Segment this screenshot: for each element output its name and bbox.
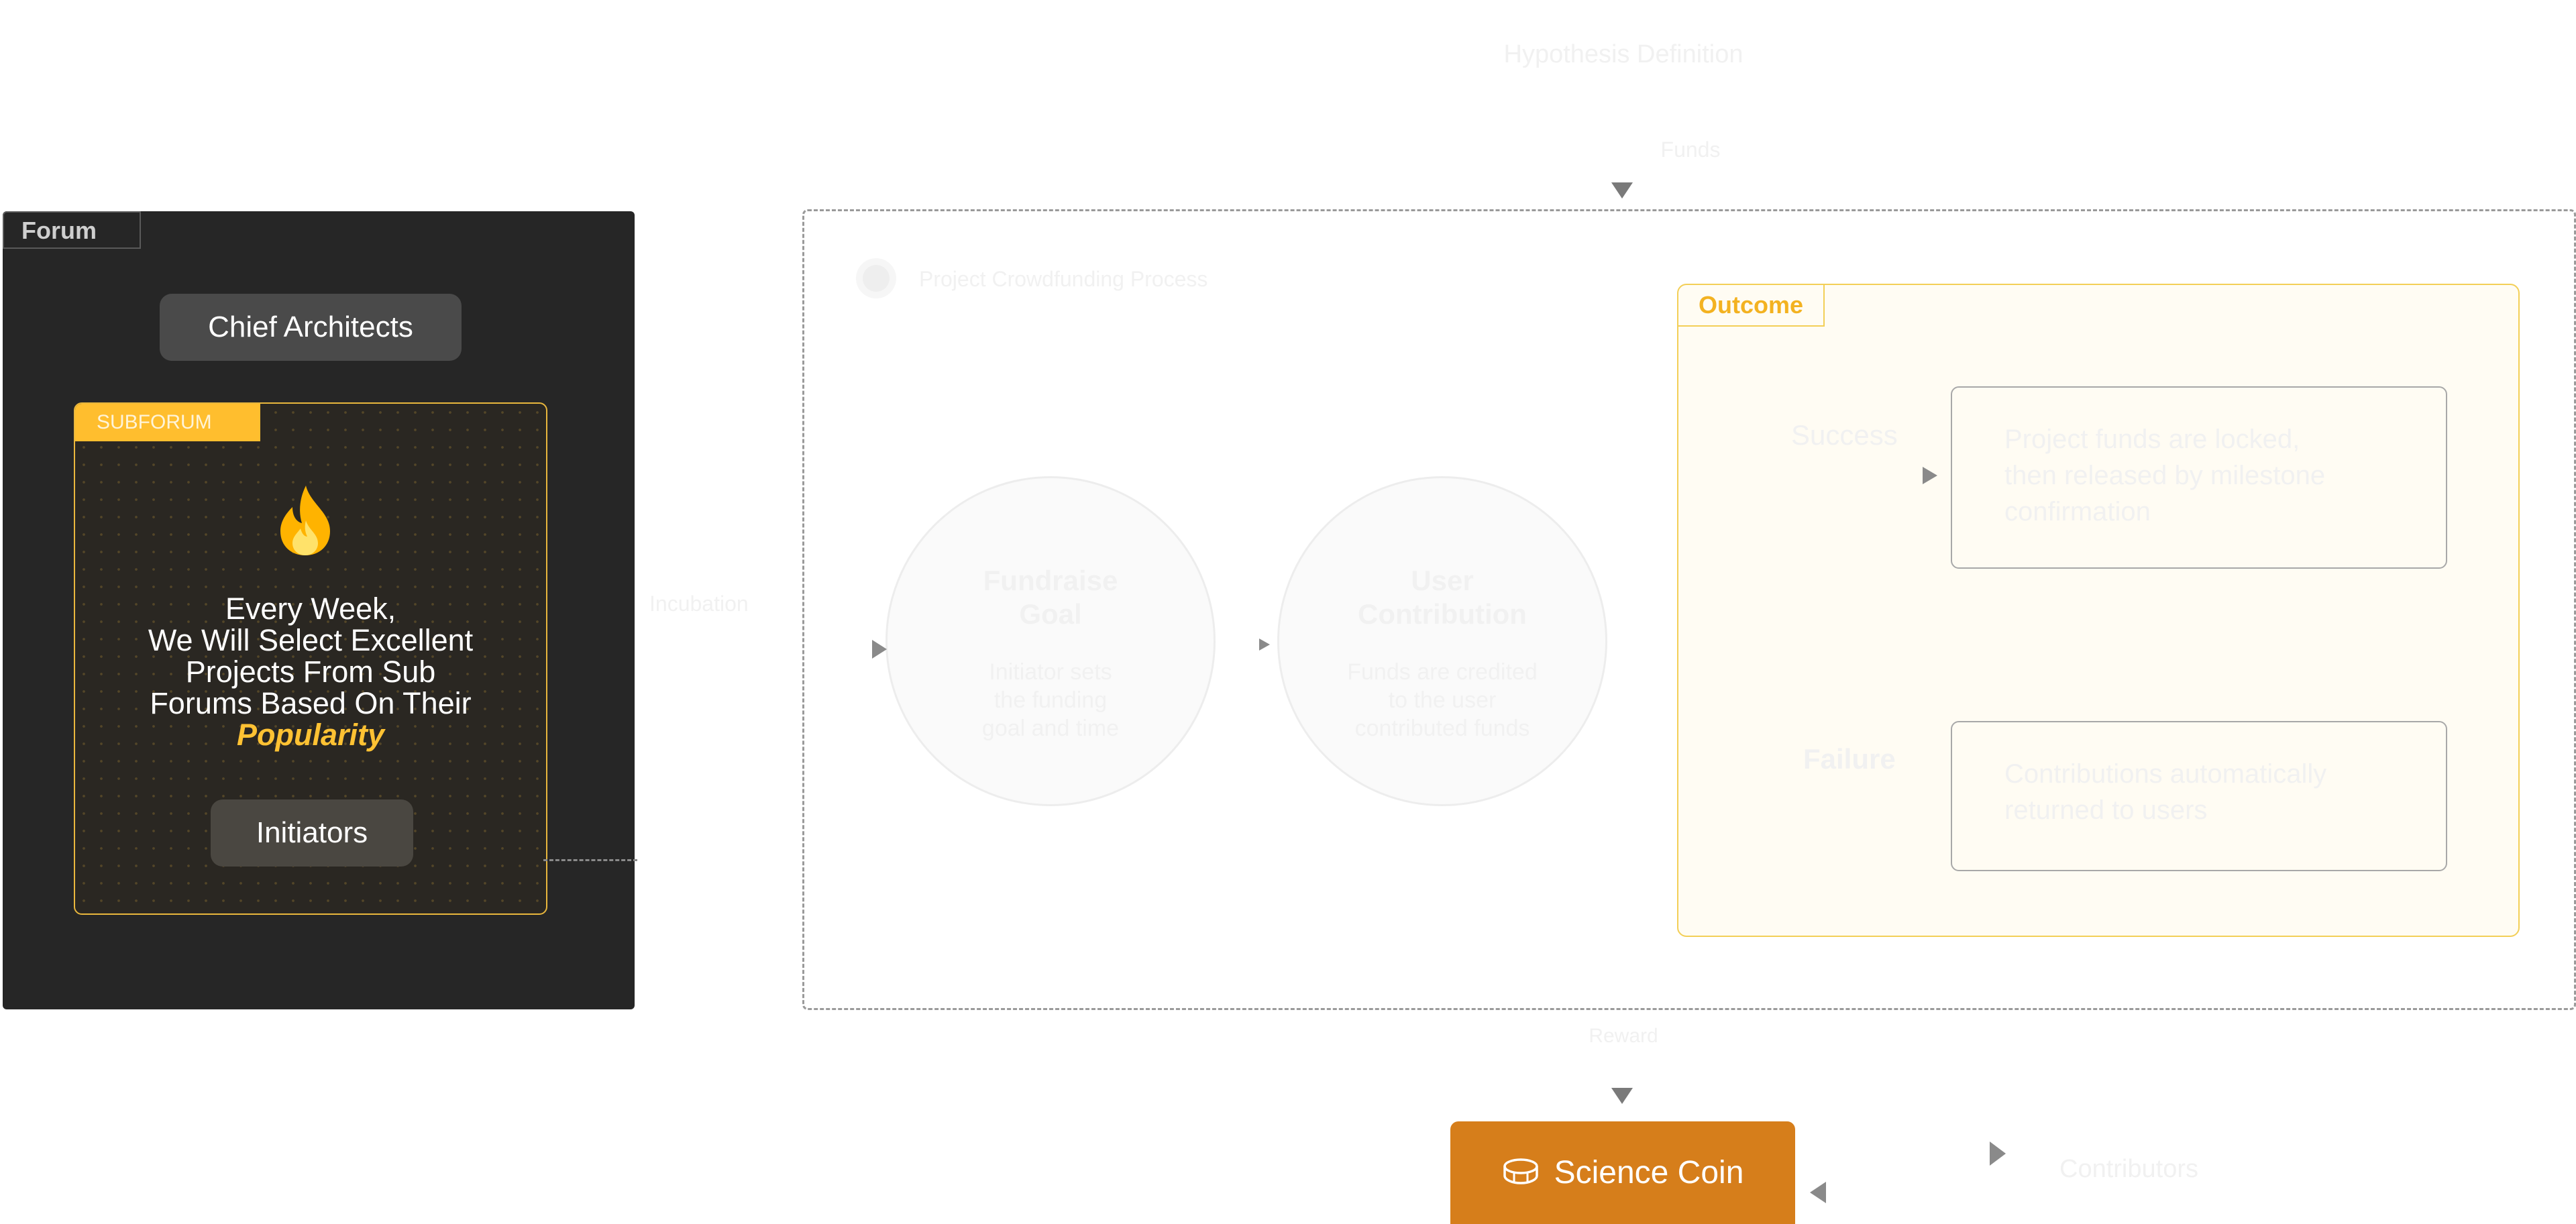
science-coin-button[interactable]: Science Coin	[1450, 1121, 1795, 1224]
arrow-into-coin	[1611, 1088, 1633, 1104]
contributors-label: Contributors	[2059, 1155, 2198, 1183]
project-process-label: Project Crowdfunding Process	[919, 267, 1208, 291]
outcome-tag: Outcome	[1678, 285, 1825, 327]
contribution-title-line-2: Contribution	[1358, 598, 1527, 630]
funds-label: Funds	[1660, 137, 1721, 162]
fundraise-goal-node[interactable]: Fundraise Goal Initiator sets the fundin…	[885, 476, 1216, 806]
initiators-button[interactable]: Initiators	[211, 799, 413, 867]
coin-icon	[1503, 1158, 1538, 1185]
contribution-desc-line-2: to the user	[1388, 687, 1497, 713]
arrow-from-contributors	[1810, 1182, 1826, 1203]
failure-label: Failure	[1803, 743, 1896, 775]
subforum-tag: SUBFORUM	[75, 404, 260, 441]
failure-line-1: Contributions automatically	[2004, 759, 2327, 789]
reward-label: Reward	[1589, 1025, 1658, 1047]
goal-title-line-1: Fundraise	[983, 565, 1118, 596]
success-line-3: confirmation	[2004, 497, 2151, 526]
incubation-label: Incubation	[649, 592, 749, 616]
failure-result-box: Contributions automatically returned to …	[1951, 721, 2447, 871]
success-label: Success	[1791, 419, 1898, 451]
selection-line-4: Forums Based On Their	[150, 686, 472, 720]
selection-line-2: We Will Select Excellent	[148, 623, 474, 657]
outcome-box: Outcome	[1677, 284, 2520, 937]
chief-architects-button[interactable]: Chief Architects	[160, 294, 462, 361]
science-coin-label: Science Coin	[1554, 1155, 1744, 1190]
goal-desc-line-2: the funding	[994, 687, 1108, 713]
forum-panel: Forum Chief Architects SUBFORUM Every We…	[3, 211, 637, 1009]
user-contribution-node[interactable]: User Contribution Funds are credited to …	[1277, 476, 1607, 806]
success-result-box: Project funds are locked, then released …	[1951, 386, 2447, 569]
fire-icon	[280, 486, 330, 555]
forum-tag: Forum	[3, 211, 141, 249]
project-dot-icon	[863, 265, 890, 292]
popularity-highlight: Popularity	[236, 718, 385, 752]
success-line-2: then released by milestone	[2004, 461, 2326, 490]
arrow-into-frame	[1611, 182, 1633, 199]
contribution-desc-line-1: Funds are credited	[1347, 659, 1538, 685]
success-line-1: Project funds are locked,	[2004, 425, 2300, 454]
arrow-to-contributors	[1990, 1142, 2006, 1166]
project-frame	[802, 209, 2576, 1010]
selection-criteria-text: Every Week, We Will Select Excellent Pro…	[89, 593, 533, 750]
hypothesis-title: Hypothesis Definition	[1503, 40, 1743, 68]
goal-title-line-2: Goal	[1019, 598, 1082, 630]
selection-line-3: Projects From Sub	[185, 655, 436, 689]
failure-line-2: returned to users	[2004, 795, 2208, 825]
contribution-title-line-1: User	[1411, 565, 1474, 596]
goal-desc-line-3: goal and time	[981, 716, 1120, 741]
goal-desc-line-1: Initiator sets	[989, 659, 1112, 685]
forum-connector-line	[543, 859, 637, 861]
contribution-desc-line-3: contributed funds	[1354, 716, 1530, 741]
selection-line-1: Every Week,	[225, 592, 396, 626]
subforum-box: SUBFORUM Every Week, We Will Select Exce…	[74, 402, 547, 915]
